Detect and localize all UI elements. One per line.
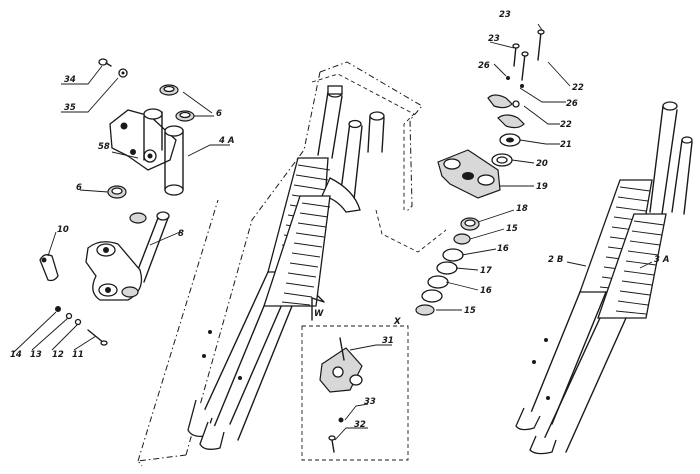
label-21: 21: [560, 140, 572, 150]
label-2b: 2 B: [548, 255, 563, 265]
part-labels: 34 35 6 4 A 58 6 10 8 14 13 12 11 W X 31…: [10, 10, 669, 430]
label-8: 8: [178, 229, 184, 239]
detail-x: [301, 325, 409, 461]
label-19: 19: [536, 182, 548, 192]
label-31: 31: [382, 336, 394, 346]
rubber-bush-6-top: [159, 84, 195, 122]
label-12: 12: [52, 350, 64, 360]
label-26-left: 26: [478, 61, 490, 71]
label-6-top: 6: [216, 109, 222, 119]
label-17: 17: [480, 266, 492, 276]
leader-lines: [13, 23, 653, 441]
detail-w-marker: [311, 295, 325, 321]
label-6-lower: 6: [76, 183, 82, 193]
label-x: X: [393, 317, 401, 327]
label-15-lower: 15: [464, 306, 476, 316]
label-22-top: 22: [572, 83, 584, 93]
right-fork-assembly: [515, 101, 693, 455]
upper-yoke-4a: [98, 58, 195, 199]
label-34: 34: [64, 75, 76, 85]
label-14: 14: [10, 350, 22, 360]
lower-yoke-8: [85, 211, 170, 301]
label-22-lower: 22: [560, 120, 572, 130]
label-35: 35: [64, 103, 76, 113]
label-15-top: 15: [506, 224, 518, 234]
label-16-lower: 16: [480, 286, 492, 296]
label-11: 11: [72, 350, 84, 360]
label-16-top: 16: [497, 244, 509, 254]
label-23-second: 23: [488, 34, 500, 44]
steering-stem-parts: [375, 29, 545, 316]
label-58: 58: [98, 142, 110, 152]
label-33: 33: [364, 397, 376, 407]
label-3a: 3 A: [654, 255, 669, 265]
label-32: 32: [354, 420, 366, 430]
label-w: W: [314, 309, 324, 319]
label-4a: 4 A: [218, 136, 234, 146]
centre-fork-assembly: [137, 61, 423, 467]
clip-10: [39, 254, 59, 282]
label-26-right: 26: [566, 99, 578, 109]
washer-35: [118, 68, 128, 78]
label-10: 10: [57, 225, 69, 235]
label-13: 13: [30, 350, 42, 360]
label-23-top: 23: [499, 10, 511, 20]
bolt-34: [98, 58, 112, 67]
label-18: 18: [516, 204, 528, 214]
label-20: 20: [536, 159, 548, 169]
